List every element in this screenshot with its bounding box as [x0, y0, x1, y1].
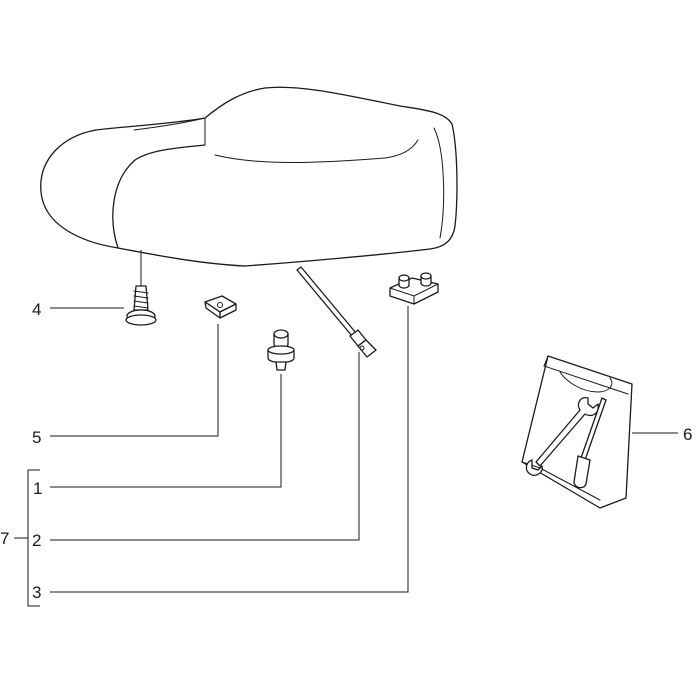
cable-tie-icon [296, 266, 377, 358]
seat-cushion-icon [40, 86, 458, 267]
rubber-bumper-icon [267, 329, 295, 371]
screw-icon [125, 250, 157, 326]
callout-7: 7 [0, 529, 9, 548]
bracket-icon [389, 272, 439, 305]
callout-6: 6 [683, 425, 692, 444]
tool-bag-icon [521, 355, 633, 509]
clip-icon [204, 295, 237, 319]
callout-5: 5 [32, 428, 41, 447]
callout-4: 4 [32, 300, 41, 319]
callout-2: 2 [32, 531, 41, 550]
callout-1: 1 [33, 479, 42, 498]
leader-lines [14, 306, 678, 607]
callout-3: 3 [32, 583, 41, 602]
